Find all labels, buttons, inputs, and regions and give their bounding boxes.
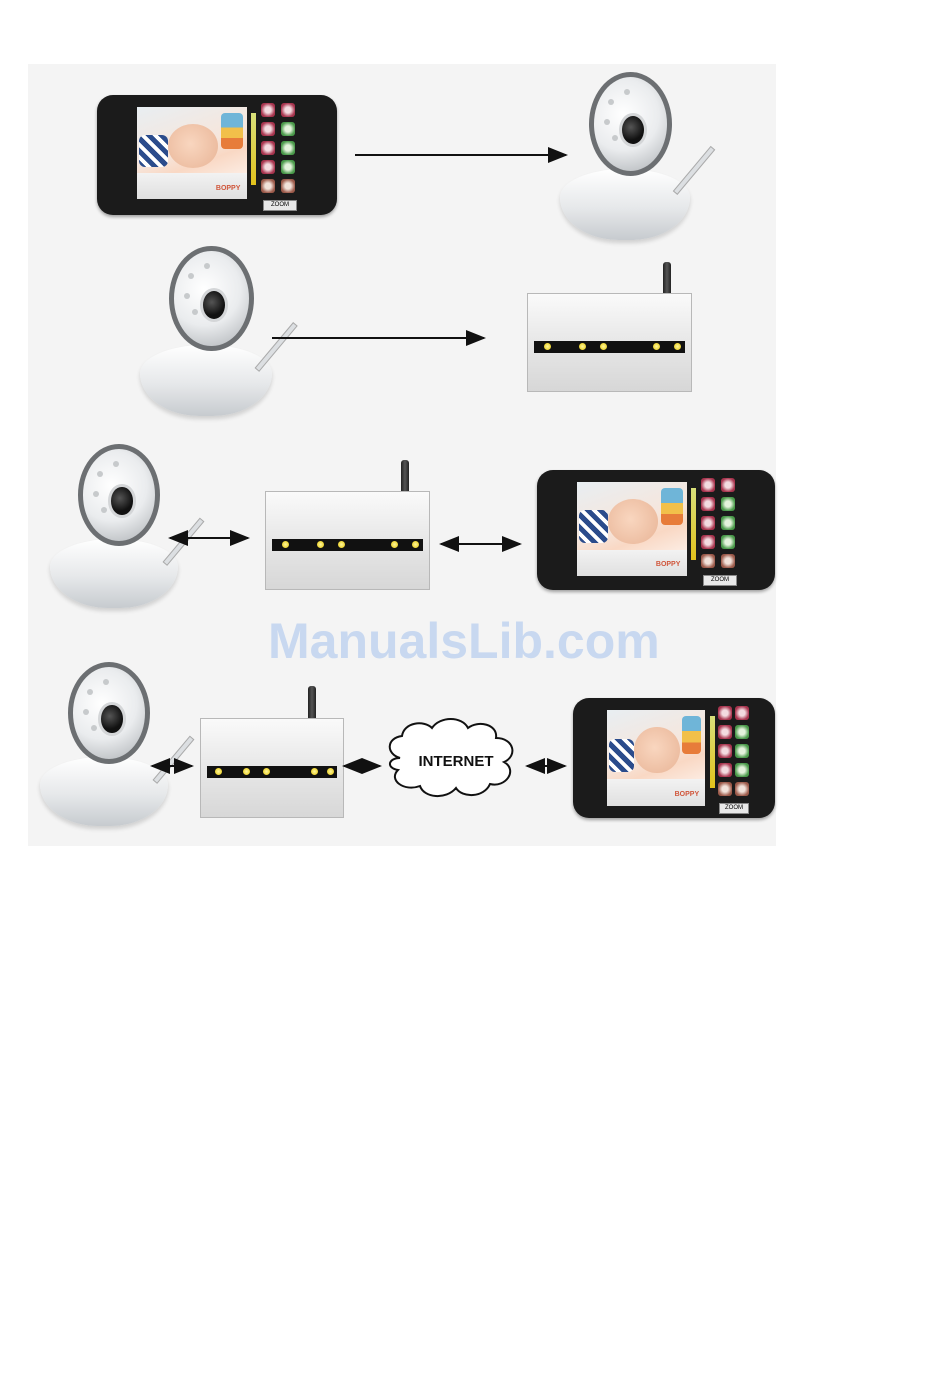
watermark: ManualsLib.com: [268, 612, 660, 670]
internet-cloud-icon: INTERNET: [390, 719, 513, 796]
cloud-label: INTERNET: [419, 753, 494, 770]
